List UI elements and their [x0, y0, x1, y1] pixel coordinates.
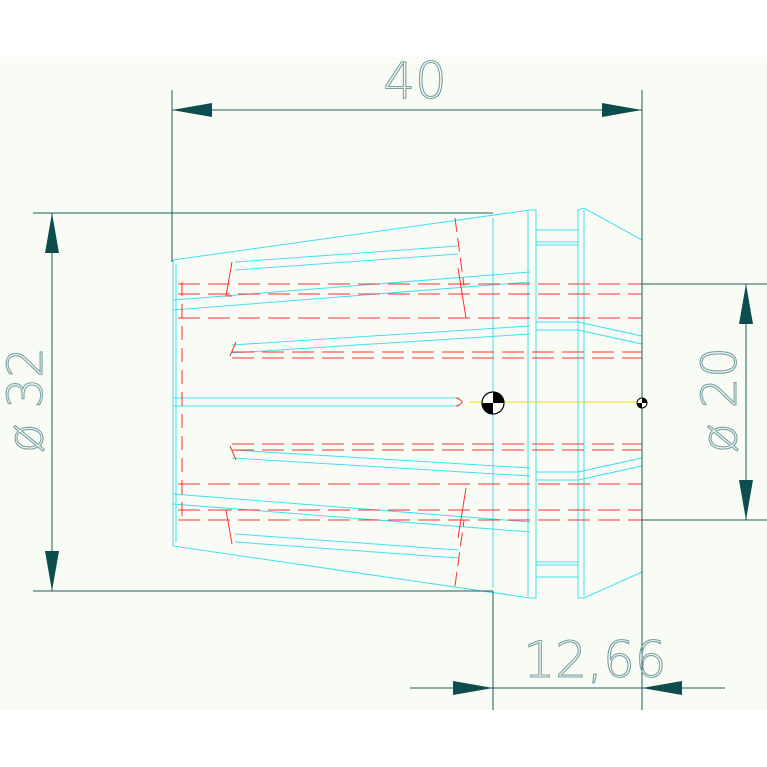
arrow-width-right — [602, 103, 642, 117]
hidden-lines — [178, 217, 642, 587]
dimension-arrowheads — [45, 103, 753, 695]
arrow-offset-right — [642, 681, 682, 695]
arrow-width-left — [172, 103, 212, 117]
origin-symbol — [636, 397, 648, 409]
arrow-id-bottom — [739, 480, 753, 520]
drawing-background — [0, 57, 767, 710]
dim-width-text: 40 — [383, 52, 447, 110]
dimension-lines — [33, 90, 767, 710]
arrow-od-bottom — [45, 551, 59, 591]
dim-offset-text: 12,66 — [523, 631, 666, 689]
collet-outline — [172, 207, 643, 599]
center-of-gravity-symbol — [481, 391, 505, 415]
dim-id-text: ø 20 — [692, 347, 748, 453]
arrow-od-top — [45, 213, 59, 253]
dim-od-text: ø 32 — [0, 347, 54, 453]
slot-ends — [225, 261, 467, 545]
arrow-offset-left — [453, 681, 493, 695]
arrow-id-top — [739, 284, 753, 324]
